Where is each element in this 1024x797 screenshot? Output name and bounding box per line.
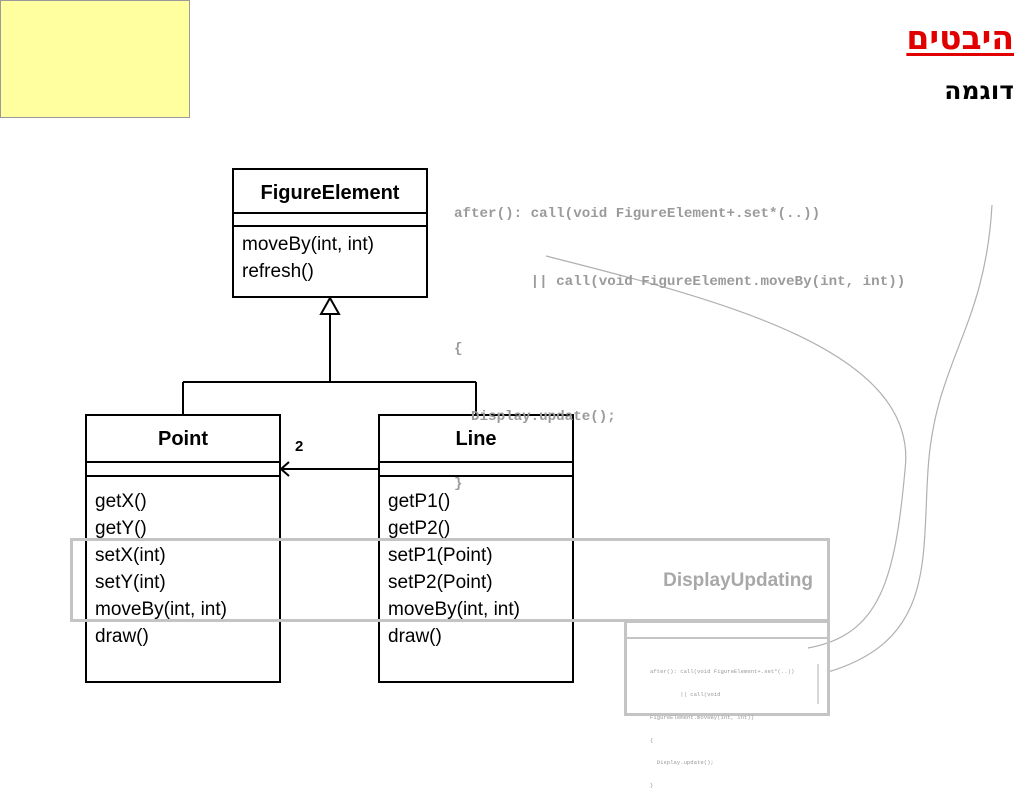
method: getY() [95, 518, 147, 539]
slide-title: היבטים [906, 18, 1014, 57]
advice-code-small: after(): call(void FigureElement+.set*(.… [650, 653, 794, 797]
code-line: after(): call(void FigureElement+.set*(.… [454, 206, 821, 222]
aspect-displayupdating-box: DisplayUpdating [70, 538, 830, 622]
method: setX(int) [95, 545, 166, 566]
class-separator [234, 212, 426, 214]
code-line: after(): call(void FigureElement+.set*(.… [650, 668, 795, 676]
class-point-name: Point [158, 428, 208, 450]
class-point: Point getX() getY() setX(int) setY(int) … [85, 414, 281, 683]
callout-curve-lower [827, 204, 993, 673]
method: draw() [95, 626, 149, 647]
code-line: Display.update(); [454, 408, 616, 425]
code-line: { [650, 736, 654, 744]
class-line-methods: getP1() getP2() setP1(Point) setP2(Point… [388, 488, 520, 650]
class-point-methods: getX() getY() setX(int) setY(int) moveBy… [95, 488, 227, 650]
callout-curve-upper [545, 255, 907, 649]
method: refresh() [242, 261, 314, 282]
method: setY(int) [95, 572, 166, 593]
diagram-connectors [182, 204, 993, 704]
method: getP2() [388, 518, 451, 539]
slide-subtitle: דוגמה [944, 76, 1014, 105]
code-line: } [454, 476, 463, 492]
class-figureelement-name: FigureElement [260, 182, 400, 204]
slide-title-box: היבטים דוגמה [0, 0, 1014, 118]
aspect-separator [627, 637, 827, 639]
class-separator [87, 461, 279, 463]
code-line: Display.update(); [650, 759, 714, 767]
class-figureelement: FigureElement moveBy(int, int) refresh() [232, 168, 428, 298]
method: setP1(Point) [388, 545, 493, 566]
association-multiplicity: 2 [295, 438, 304, 455]
inheritance-arrowhead [319, 295, 341, 315]
method: getX() [95, 491, 147, 512]
class-separator [380, 475, 572, 477]
method: getP1() [388, 491, 451, 512]
method: draw() [388, 626, 442, 647]
method: moveBy(int, int) [242, 234, 374, 255]
class-separator [234, 225, 426, 227]
aspect-name: DisplayUpdating [663, 570, 813, 591]
code-line: { [454, 341, 463, 357]
class-separator [380, 461, 572, 463]
code-line: FigureElement.moveBy(int, int)) [650, 713, 755, 721]
code-line: } [650, 782, 654, 790]
method: setP2(Point) [388, 572, 493, 593]
class-line-name: Line [455, 428, 497, 450]
association-arrowhead [279, 461, 290, 477]
method: moveBy(int, int) [95, 599, 227, 620]
code-line: || call(void FigureElement.moveBy(int, i… [454, 273, 906, 290]
class-separator [87, 475, 279, 477]
aspect-advice-box [624, 620, 830, 716]
code-line: || call(void [650, 690, 721, 698]
class-line: Line getP1() getP2() setP1(Point) setP2(… [378, 414, 574, 683]
class-figureelement-methods: moveBy(int, int) refresh() [242, 231, 374, 285]
advice-code: after(): call(void FigureElement+.set*(.… [454, 158, 905, 518]
method: moveBy(int, int) [388, 599, 520, 620]
